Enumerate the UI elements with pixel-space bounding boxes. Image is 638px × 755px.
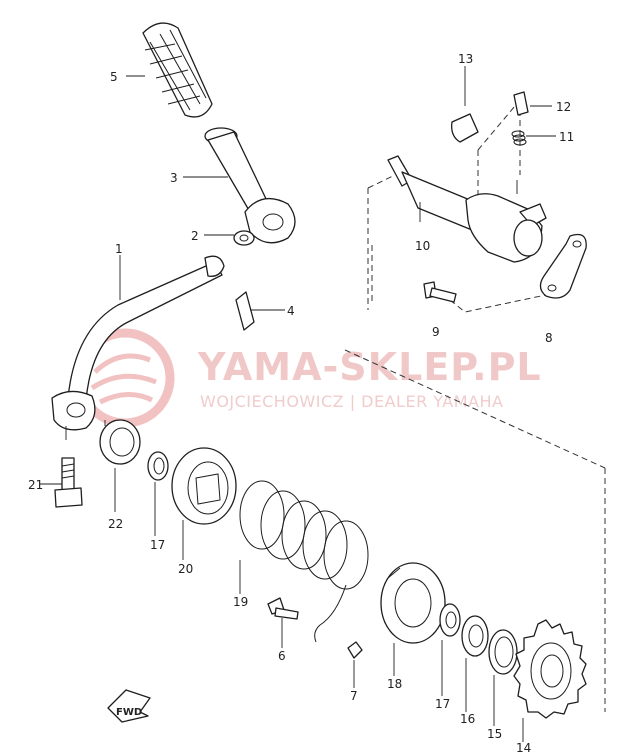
part-20-spring-cover — [171, 447, 237, 525]
callout-17-a: 17 — [150, 538, 165, 552]
callout-13: 13 — [458, 52, 473, 66]
callout-17-b: 17 — [435, 697, 450, 711]
part-14-kick-gear — [513, 619, 587, 719]
part-5-kick-grip — [142, 22, 213, 118]
callout-labels: 5 3 2 4 1 21 22 17 20 19 6 7 18 17 16 15… — [28, 52, 574, 755]
watermark: YAMA-SKLEP.PL WOJCIECHOWICZ | DEALER YAM… — [75, 328, 542, 428]
assembly-guide-lines — [104, 99, 606, 712]
leader-lines — [40, 66, 556, 742]
fwd-label: FWD — [116, 707, 142, 718]
part-15-circlip — [488, 629, 518, 675]
callout-4: 4 — [287, 304, 295, 318]
part-12-pin — [513, 91, 529, 116]
part-9-bolt — [423, 281, 457, 303]
callout-6: 6 — [278, 649, 286, 663]
watermark-title: YAMA-SKLEP.PL — [197, 345, 542, 389]
callout-19: 19 — [233, 595, 248, 609]
callout-18: 18 — [387, 677, 402, 691]
callout-1: 1 — [115, 242, 123, 256]
part-1-kick-lever — [51, 255, 225, 431]
callout-9: 9 — [432, 325, 440, 339]
part-4-pin — [235, 291, 255, 331]
callout-16: 16 — [460, 712, 475, 726]
callout-20: 20 — [178, 562, 193, 576]
callout-14: 14 — [516, 741, 531, 755]
part-22-oil-seal — [99, 419, 141, 465]
watermark-subtitle: WOJCIECHOWICZ | DEALER YAMAHA — [200, 392, 503, 411]
callout-8: 8 — [545, 331, 553, 345]
callout-10: 10 — [415, 239, 430, 253]
part-17-washer-a — [147, 451, 169, 481]
part-8-guide-plate — [539, 233, 587, 299]
part-19-torsion-spring — [239, 480, 369, 643]
callout-11: 11 — [559, 130, 574, 144]
part-21-bolt — [54, 457, 83, 508]
callout-15: 15 — [487, 727, 502, 741]
callout-7: 7 — [350, 689, 358, 703]
part-2-washer — [233, 230, 255, 246]
part-11-spring — [511, 130, 527, 146]
part-18-stopper-plate — [380, 562, 446, 644]
part-17-washer-b — [439, 603, 461, 637]
callout-22: 22 — [108, 517, 123, 531]
part-10-kick-axle — [387, 155, 547, 263]
part-6-bolt — [267, 597, 299, 620]
callout-3: 3 — [170, 171, 178, 185]
callout-21: 21 — [28, 478, 43, 492]
part-7-nut — [347, 641, 363, 659]
part-3-kick-crank — [204, 127, 296, 244]
callout-12: 12 — [556, 100, 571, 114]
fwd-arrow-icon: FWD — [107, 689, 151, 723]
part-16-washer — [461, 615, 489, 657]
callout-5: 5 — [110, 70, 118, 84]
part-13-clip — [451, 113, 479, 143]
callout-2: 2 — [191, 229, 199, 243]
